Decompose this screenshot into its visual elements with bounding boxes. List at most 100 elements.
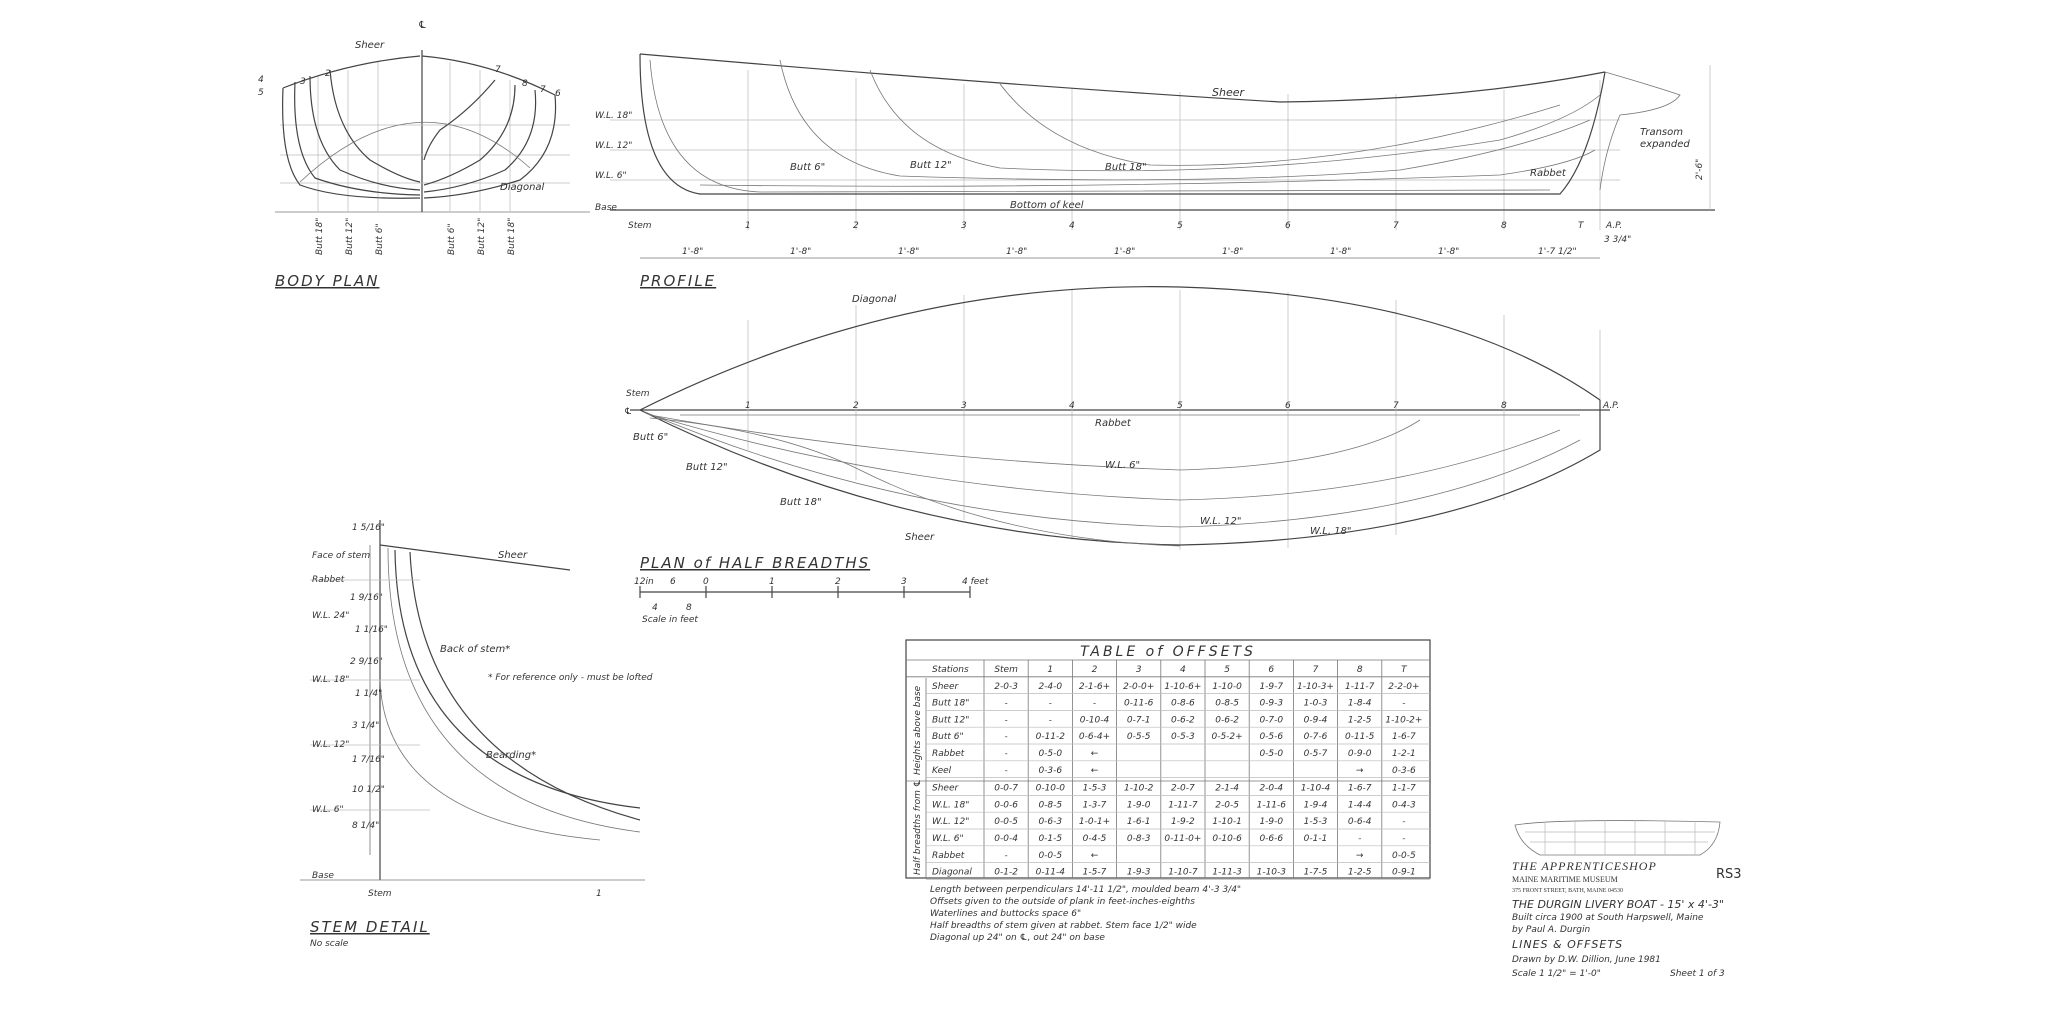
offsets-cell: 0-1-2 (994, 868, 1018, 878)
plan-station-1: 2 (853, 401, 859, 411)
offsets-cell: 1-9-0 (1259, 817, 1283, 827)
profile-station-4: 4 (1069, 221, 1075, 231)
offsets-cell: 1-10-3+ (1297, 682, 1334, 692)
offsets-cell: 1-10-4 (1301, 784, 1331, 794)
offsets-cell: 0-8-5 (1215, 699, 1239, 709)
offsets-cell: 0-11-6 (1124, 699, 1154, 709)
offsets-cell: 1-2-5 (1348, 868, 1372, 878)
stem-left-label-1: Rabbet (312, 575, 345, 585)
plan-station-0: 1 (745, 401, 751, 411)
offsets-row-label: Butt 6" (932, 732, 964, 742)
offsets-cell: 2-0-5 (1215, 800, 1239, 810)
offsets-cell: 0-0-5 (1038, 851, 1062, 861)
stem-left-label-4: W.L. 12" (312, 740, 349, 750)
offsets-cell: 0-11-4 (1036, 868, 1066, 878)
title-scale: Scale 1 1/2" = 1'-0" (1512, 969, 1601, 979)
stem-bottom-station-0: Stem (368, 889, 392, 899)
offsets-cell: 0-7-6 (1304, 732, 1328, 742)
stem-dim-2: 1 1/16" (355, 625, 388, 635)
offsets-row-label: Keel (932, 766, 952, 776)
body-plan-title: BODY PLAN (275, 272, 379, 290)
title-builder: by Paul A. Durgin (1512, 925, 1591, 935)
plan-rabbet-label: Rabbet (1095, 418, 1132, 429)
offsets-cell: 0-3-6 (1038, 766, 1062, 776)
stem-dim-0: 1 5/16" (352, 523, 385, 533)
offsets-cell: - (1049, 699, 1052, 709)
scale-sub-0: 4 (652, 603, 658, 613)
note-2: Waterlines and buttocks space 6" (930, 909, 1081, 919)
offsets-cell: 0-5-0 (1038, 749, 1062, 759)
offsets-cell: 0-5-6 (1259, 732, 1283, 742)
profile-wl-2: W.L. 6" (595, 171, 627, 181)
offsets-row-label: Diagonal (932, 868, 972, 878)
offsets-row-label: W.L. 6" (932, 834, 964, 844)
offsets-cell: - (1049, 715, 1052, 725)
profile-sheer-label: Sheer (1212, 86, 1245, 99)
offsets-cell: 0-10-0 (1036, 784, 1066, 794)
offsets-col-header: 2 (1092, 665, 1098, 675)
stem-dim-8: 8 1/4" (352, 821, 379, 831)
stem-detail: Face of stem Rabbet W.L. 24" W.L. 18" W.… (300, 520, 653, 949)
offsets-col-header: 4 (1180, 665, 1186, 675)
offsets-cell: 2-1-6+ (1079, 682, 1110, 692)
profile-station-5: 5 (1177, 221, 1183, 231)
offsets-cell: 0-0-5 (1392, 851, 1416, 861)
offsets-group-breadths: Half breadths from ℄ (913, 779, 923, 875)
offsets-col-header: 7 (1313, 665, 1319, 675)
offsets-cell: 2-0-7 (1171, 784, 1195, 794)
plan-wl6-label: W.L. 6" (1105, 460, 1140, 471)
scale-tick-2: 0 (703, 577, 709, 587)
offsets-cell: ← (1091, 749, 1099, 759)
plan-station-3: 4 (1069, 401, 1075, 411)
offsets-cell: 2-0-3 (994, 682, 1018, 692)
offsets-cell: 1-11-3 (1212, 868, 1242, 878)
stem-dim-1: 1 9/16" (350, 593, 383, 603)
bp-butt-2: Butt 6" (375, 223, 385, 255)
bp-station-right-1: 8 (522, 79, 528, 89)
note-4: Diagonal up 24" on ℄, out 24" on base (930, 933, 1105, 943)
offsets-cell: 0-7-0 (1259, 715, 1283, 725)
plan-wl18-label: W.L. 18" (1310, 526, 1352, 537)
offsets-cell: 0-11-2 (1036, 732, 1066, 742)
offsets-col-header: 5 (1224, 665, 1230, 675)
stem-left-label-3: W.L. 18" (312, 675, 349, 685)
stem-dim-6: 1 7/16" (352, 755, 385, 765)
profile-station-6: 6 (1285, 221, 1291, 231)
profile-station-10: A.P. (1605, 221, 1622, 231)
bp-butt-1: Butt 12" (345, 218, 355, 255)
bp-station-right-0: 7 (495, 65, 501, 75)
bp-station-left-3: 2 (325, 69, 331, 79)
scale-tick-1: 6 (670, 577, 676, 587)
offsets-cell: 1-4-4 (1348, 800, 1372, 810)
offsets-cell: 0-1-1 (1304, 834, 1328, 844)
scale-label: Scale in feet (642, 615, 698, 625)
offsets-cell: 2-0-0+ (1123, 682, 1154, 692)
offsets-cell: 0-9-3 (1259, 699, 1283, 709)
offsets-cell: 0-6-2 (1215, 715, 1239, 725)
offsets-cell: - (1402, 834, 1405, 844)
plan-title: PLAN of HALF BREADTHS (640, 554, 870, 572)
offsets-cell: 0-0-6 (994, 800, 1018, 810)
stem-dim-7: 10 1/2" (352, 785, 385, 795)
offsets-cell: 1-5-3 (1083, 784, 1107, 794)
profile-spacing-8: 1'-7 1/2" (1538, 247, 1577, 257)
title-museum: MAINE MARITIME MUSEUM (1512, 875, 1618, 884)
offsets-row-label: Sheer (932, 784, 959, 794)
plan-station-7: 8 (1501, 401, 1507, 411)
offsets-cell: - (1004, 732, 1007, 742)
profile-spacing-4: 1'-8" (1114, 247, 1135, 257)
offsets-cell: - (1004, 749, 1007, 759)
profile-station-1: 1 (745, 221, 751, 231)
offsets-cell: 0-6-6 (1259, 834, 1283, 844)
offsets-cell: 0-11-5 (1345, 732, 1375, 742)
plan-of-half-breadths: Diagonal Rabbet Butt 6" Butt 12" Butt 18… (624, 286, 1619, 625)
bp-station-right-2: 7 (540, 85, 546, 95)
offsets-col-header: 1 (1047, 665, 1053, 675)
offsets-cell: 0-4-5 (1083, 834, 1107, 844)
offsets-cell: 0-9-4 (1304, 715, 1328, 725)
offsets-group-heights: Heights above base (913, 685, 923, 775)
offsets-cell: 1-11-7 (1345, 682, 1375, 692)
offsets-cell: 1-9-3 (1127, 868, 1151, 878)
offsets-cell: 0-11-0+ (1164, 834, 1201, 844)
